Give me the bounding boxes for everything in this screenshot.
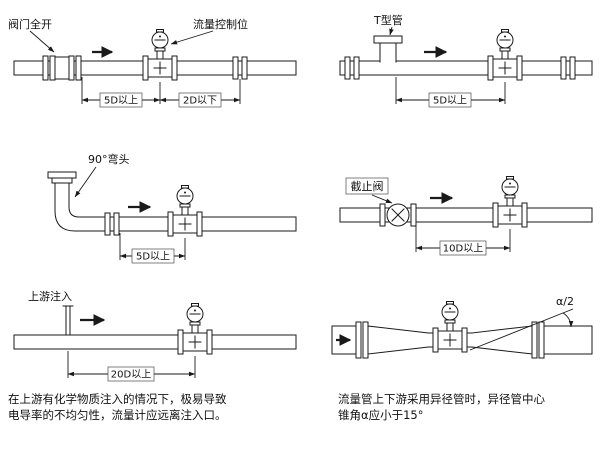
electromagnetic-flowmeter [492, 176, 528, 228]
reducer-cone-right [471, 325, 533, 355]
electromagnetic-flowmeter [487, 29, 523, 81]
dim-label-10d: 10D以上 [443, 243, 483, 255]
label-90-elbow: 90°弯头 [88, 152, 130, 166]
t-branch [373, 35, 403, 63]
flange-pair [344, 56, 360, 80]
panel-stop-valve: 截止阀 10D以上 [339, 176, 593, 256]
label-alpha-half: α/2 [556, 295, 574, 308]
flange-pair [531, 321, 545, 359]
flange-pair [560, 56, 576, 80]
flange-pair [232, 56, 248, 80]
dim-label-5d-t: 5D以上 [433, 95, 467, 107]
dim-label-20d: 20D以上 [111, 369, 151, 381]
electromagnetic-flowmeter [142, 29, 178, 81]
leader-arrow [389, 26, 394, 36]
caption-injection-line2: 电导率的不均匀性，流量计应远离注入口。 [8, 408, 227, 422]
leader-arrow [371, 194, 393, 204]
dim-label-5d-elbow: 5D以上 [136, 251, 170, 263]
dimension-20d: 20D以上 [67, 351, 196, 382]
label-valve-full-open: 阀门全开 [8, 17, 52, 31]
caption-reducer-line1: 流量管上下游采用异径管时，异径管中心 [338, 392, 545, 406]
elbow-90 [47, 171, 80, 232]
dimension-5d-elbow: 5D以上 [119, 233, 186, 264]
dimension-5d-upstream: 5D以上 2D以下 [81, 77, 241, 108]
pipe [13, 334, 297, 350]
injection-port [62, 305, 74, 336]
pipe [466, 332, 473, 348]
caption-reducer-line2: 锥角α应小于15° [338, 408, 423, 422]
panel-injection: 上游注入 20D以上 在上游有化学物质注入的情况下，极易导致 电导率的不均匀性，… [8, 289, 297, 422]
panel-elbow: 90°弯头 5D以上 [47, 152, 297, 264]
gate-valve [42, 55, 82, 81]
stop-valve [379, 203, 417, 227]
reducer-cone-left [367, 325, 429, 355]
electromagnetic-flowmeter [432, 301, 468, 353]
pipe [339, 60, 593, 76]
pipe [543, 325, 593, 355]
leader-arrow [170, 30, 214, 45]
leader-arrow [74, 166, 97, 198]
pipe [427, 332, 434, 348]
dim-label-2d-downstream: 2D以下 [183, 96, 217, 107]
electromagnetic-flowmeter [177, 303, 213, 355]
pipe [339, 207, 593, 223]
dimension-10d: 10D以上 [415, 226, 511, 256]
pipe [331, 325, 357, 355]
label-upstream-injection: 上游注入 [28, 289, 72, 303]
caption-injection-line1: 在上游有化学物质注入的情况下，极易导致 [8, 392, 227, 406]
label-box [345, 177, 389, 195]
flange-pair [104, 212, 120, 236]
leader-arrow [29, 30, 55, 53]
dim-label-5d-upstream: 5D以上 [104, 95, 138, 107]
panel-valve-full-open: 阀门全开 流量控制位 5D以上 2D以下 [8, 17, 297, 108]
flange-pair [355, 321, 369, 359]
label-stop-valve: 截止阀 [351, 179, 384, 193]
dimension-5d-t: 5D以上 [395, 77, 506, 108]
cone-angle-annotation: α/2 [469, 295, 574, 351]
panel-reducer: α/2 流量管上下游采用异径管时，异径管中心 锥角α应小于15° [331, 295, 593, 422]
panel-t-pipe: T型管 5D以上 [339, 13, 593, 108]
label-t-pipe: T型管 [373, 13, 403, 27]
label-flow-control-position: 流量控制位 [193, 17, 248, 31]
electromagnetic-flowmeter [167, 185, 203, 237]
